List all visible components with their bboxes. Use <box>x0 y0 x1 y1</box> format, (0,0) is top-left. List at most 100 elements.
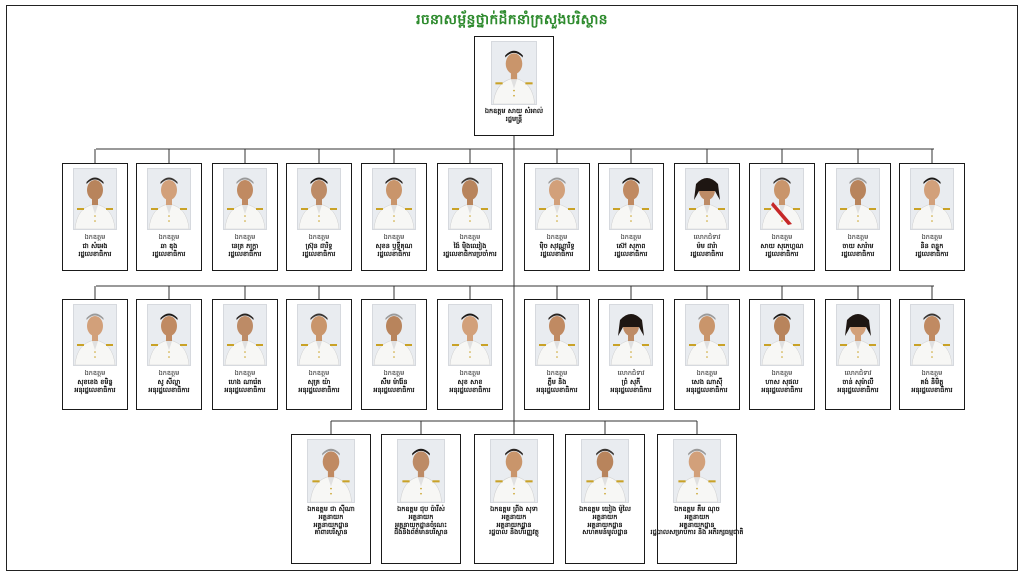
person-department: អគ្គនាយកដ្ឋាន <box>587 520 623 529</box>
person-name: ចាន់ សុម៉ាលី <box>842 378 874 386</box>
person-title: ឯកឧត្តម <box>921 233 943 241</box>
portrait-photo <box>223 304 267 366</box>
secretary-card: ឯកឧត្តមនេត្រ ភក្ត្រារដ្ឋលេខាធិការ <box>212 163 278 271</box>
person-name: សូ សីល្ហា <box>157 378 181 386</box>
portrait-photo <box>491 41 537 105</box>
person-title: លោកជំទាវ <box>617 369 645 377</box>
person-title: ឯកឧត្តម <box>620 233 642 241</box>
person-title: ឯកឧត្តម <box>308 369 330 377</box>
person-name: សេង ណាស៊ី <box>691 378 723 386</box>
person-role: អគ្គនាយក <box>408 512 434 521</box>
portrait-photo <box>490 439 538 503</box>
portrait-photo <box>685 168 729 230</box>
person-name: ម៉ិច សុវណ្ណារិទ្ធ <box>539 242 575 250</box>
person-role: រដ្ឋលេខាធិការ <box>302 249 336 258</box>
person-title: ឯកឧត្តម <box>459 233 481 241</box>
person-role: អគ្គនាយក <box>684 512 710 521</box>
person-role: រដ្ឋលេខាធិការ <box>614 249 648 258</box>
portrait-photo <box>673 439 721 503</box>
person-role: អគ្គនាយក <box>592 512 618 521</box>
secretary-card: ឯកឧត្តមជា សំអេងរដ្ឋលេខាធិការ <box>62 163 128 271</box>
person-role: អគ្គនាយក <box>318 512 344 521</box>
person-role: រដ្ឋលេខាធិការ <box>78 249 112 258</box>
portrait-photo <box>297 168 341 230</box>
person-role: រដ្ឋលេខាធិការ <box>765 249 799 258</box>
person-name: ហាស សុផល <box>765 378 799 386</box>
portrait-photo <box>685 304 729 366</box>
person-department-detail: គាំពារបរិស្ថាន <box>314 528 348 537</box>
person-name: ម៉ម ដារ៉ា <box>696 242 718 250</box>
director-general-card: ឯកឧត្តម ជា ស៊ីណាអគ្គនាយកអគ្គនាយកដ្ឋានគាំ… <box>291 434 371 564</box>
portrait-photo <box>372 304 416 366</box>
person-role: អនុរដ្ឋលេខាធិការ <box>536 385 578 394</box>
portrait-photo <box>223 168 267 230</box>
person-name: គង់ និមិត្ត <box>920 378 944 386</box>
person-role: អនុរដ្ឋលេខាធិការ <box>911 385 953 394</box>
person-role: រដ្ឋលេខាធិការ <box>690 249 724 258</box>
person-role: រដ្ឋលេខាធិការ <box>377 249 411 258</box>
secretary-card: ឯកឧត្តមស៊ៅ សុភាពរដ្ឋលេខាធិការ <box>598 163 664 271</box>
person-title: ឯកឧត្តម <box>459 369 481 377</box>
person-name: ឯកឧត្តម ព្រីង សុទា <box>490 505 538 513</box>
under-secretary-card: លោកជំទាវព្រំ សុភីអនុរដ្ឋលេខាធិការ <box>598 299 664 410</box>
person-title: ឯកឧត្តម <box>84 233 106 241</box>
person-role: អនុរដ្ឋលេខាធិការ <box>74 385 116 394</box>
portrait-photo <box>836 304 880 366</box>
secretary-card: លោកជំទាវម៉ម ដារ៉ារដ្ឋលេខាធិការ <box>674 163 740 271</box>
person-name: ព្រំ សុភី <box>621 378 641 386</box>
under-secretary-card: ឯកឧត្តមហាស សុផលអនុរដ្ឋលេខាធិការ <box>749 299 815 410</box>
portrait-photo <box>147 168 191 230</box>
person-title: ឯកឧត្តម <box>847 233 869 241</box>
person-department-detail: រដ្ឋបាលសម្រាប់ការ និង អភិរក្សធម្មជាតិ <box>650 528 744 537</box>
portrait-photo <box>448 168 492 230</box>
person-name: ឯកឧត្តម ជុប ប៉ារីស់ <box>397 505 445 513</box>
person-title: ឯកឧត្តម <box>383 233 405 241</box>
director-general-card: ឯកឧត្តម យៀង ម៉ូលៃអគ្គនាយកអគ្គនាយកដ្ឋានសហ… <box>565 434 645 564</box>
person-department: អគ្គនាយកដ្ឋាន <box>679 520 715 529</box>
person-name: ស៊ៅ សុភាព <box>616 242 646 250</box>
secretary-card: ឯកឧត្តមនិន ពន្លករដ្ឋលេខាធិការ <box>899 163 965 271</box>
person-name: ចាយ សារ៉ាម <box>842 242 874 250</box>
under-secretary-card: ឯកឧត្តមភ្លឹម និងអនុរដ្ឋលេខាធិការ <box>524 299 590 410</box>
person-title: ឯកឧត្តម <box>234 369 256 377</box>
person-title: ឯកឧត្តម <box>696 369 718 377</box>
under-secretary-card: ឯកឧត្តមសូ សីល្ហាអនុរដ្ឋលេខាធិការ <box>136 299 202 410</box>
person-name: សុខន ឫទ្ធីគុណ <box>375 242 413 250</box>
person-department-detail: ដឹងនិងព័ត៌មានបរិស្ថាន <box>394 528 448 537</box>
portrait-photo <box>910 168 954 230</box>
person-name: សាយ សុភេហ្គណ <box>760 242 804 250</box>
person-department-detail: រដ្ឋបាល និងហិរញ្ញវត្ថុ <box>489 528 539 537</box>
person-title: លោកជំទាវ <box>844 369 872 377</box>
portrait-photo <box>397 439 445 503</box>
person-title: ឯកឧត្តម <box>84 369 106 377</box>
under-secretary-card: ឯកឧត្តមសឹម ម៉ារ៉ែនអនុរដ្ឋលេខាធិការ <box>361 299 427 410</box>
person-department: អគ្គនាយកដ្ឋានចំណេះ <box>394 520 448 529</box>
person-title: ឯកឧត្តម <box>921 369 943 377</box>
person-name: ឯកឧត្តម យៀង ម៉ូលៃ <box>579 505 631 513</box>
person-name: សុខ សាខ <box>457 378 483 386</box>
person-name: សុគ្រ យ៉ា <box>307 378 331 386</box>
portrait-photo <box>910 304 954 366</box>
secretary-card: ឯកឧត្តមចាយ សារ៉ាមរដ្ឋលេខាធិការ <box>825 163 891 271</box>
under-secretary-card: ឯកឧត្តមគង់ និមិត្តអនុរដ្ឋលេខាធិការ <box>899 299 965 410</box>
person-name: សឹម ម៉ារ៉ែន <box>380 378 408 386</box>
person-title: ឯកឧត្តម <box>771 233 793 241</box>
person-role: អគ្គនាយក <box>501 512 527 521</box>
person-name: ឯកឧត្តម ជា ស៊ីណា <box>307 505 355 513</box>
portrait-photo <box>535 304 579 366</box>
person-name: ឆា ឌុង <box>160 242 178 250</box>
director-general-card: ឯកឧត្តម ជុប ប៉ារីស់អគ្គនាយកអគ្គនាយកដ្ឋាន… <box>381 434 461 564</box>
portrait-photo <box>297 304 341 366</box>
person-title: លោកជំទាវ <box>693 233 721 241</box>
person-name: ឯកឧត្តម គឹម ណុច <box>674 505 720 513</box>
under-secretary-card: ឯកឧត្តមសុខខេង ខមិន្ទអនុរដ្ឋលេខាធិការ <box>62 299 128 410</box>
portrait-photo <box>448 304 492 366</box>
person-department: អគ្គនាយកដ្ឋាន <box>496 520 532 529</box>
minister-name: ឯកឧត្តម សាយ សំអាល់ <box>484 107 544 115</box>
person-name: សុខខេង ខមិន្ទ <box>77 378 113 386</box>
minister-card: ឯកឧត្តម សាយ សំអាល់រដ្ឋមន្ត្រី <box>474 36 554 136</box>
under-secretary-card: ឯកឧត្តមហេង ណារ៉េតអនុរដ្ឋលេខាធិការ <box>212 299 278 410</box>
chart-title: រចនាសម្ព័ន្ធថ្នាក់ដឹកនាំក្រសួងបរិស្ថាន <box>416 12 608 28</box>
portrait-photo <box>581 439 629 503</box>
person-role: រដ្ឋលេខាធិការ <box>915 249 949 258</box>
